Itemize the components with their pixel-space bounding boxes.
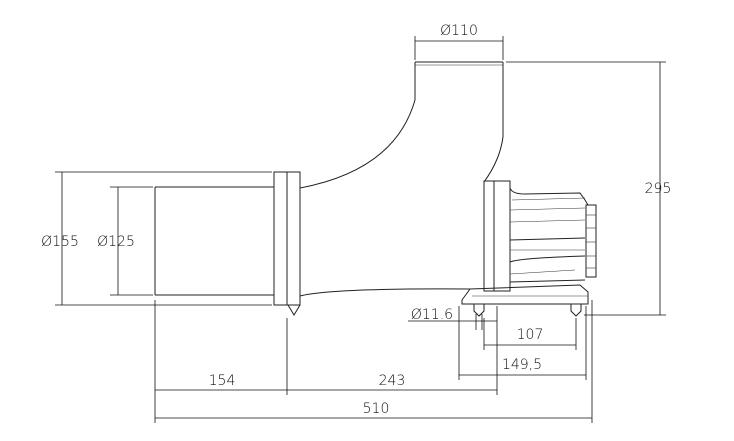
- dim-flange-diameter: Ø155: [41, 234, 79, 250]
- outlet-elbow: [299, 61, 504, 189]
- dim-inlet-length: 154: [209, 373, 236, 389]
- dim-foot-spacing: 107: [517, 327, 544, 343]
- dim-inlet-diameter: Ø125: [97, 234, 135, 250]
- dim-total-height: 295: [645, 181, 672, 197]
- dim-total-length: 510: [363, 401, 390, 417]
- motor: [483, 180, 597, 292]
- flange: [273, 171, 301, 316]
- inlet-pipe: [154, 186, 471, 297]
- dimension-lines: [55, 36, 666, 423]
- dim-flange-to-motor: 243: [379, 373, 406, 389]
- base-plate: [461, 284, 589, 317]
- dim-outlet-diameter: Ø110: [440, 23, 478, 39]
- dim-foot-hole: Ø11.6: [411, 307, 453, 323]
- dim-base-width: 149,5: [502, 357, 542, 373]
